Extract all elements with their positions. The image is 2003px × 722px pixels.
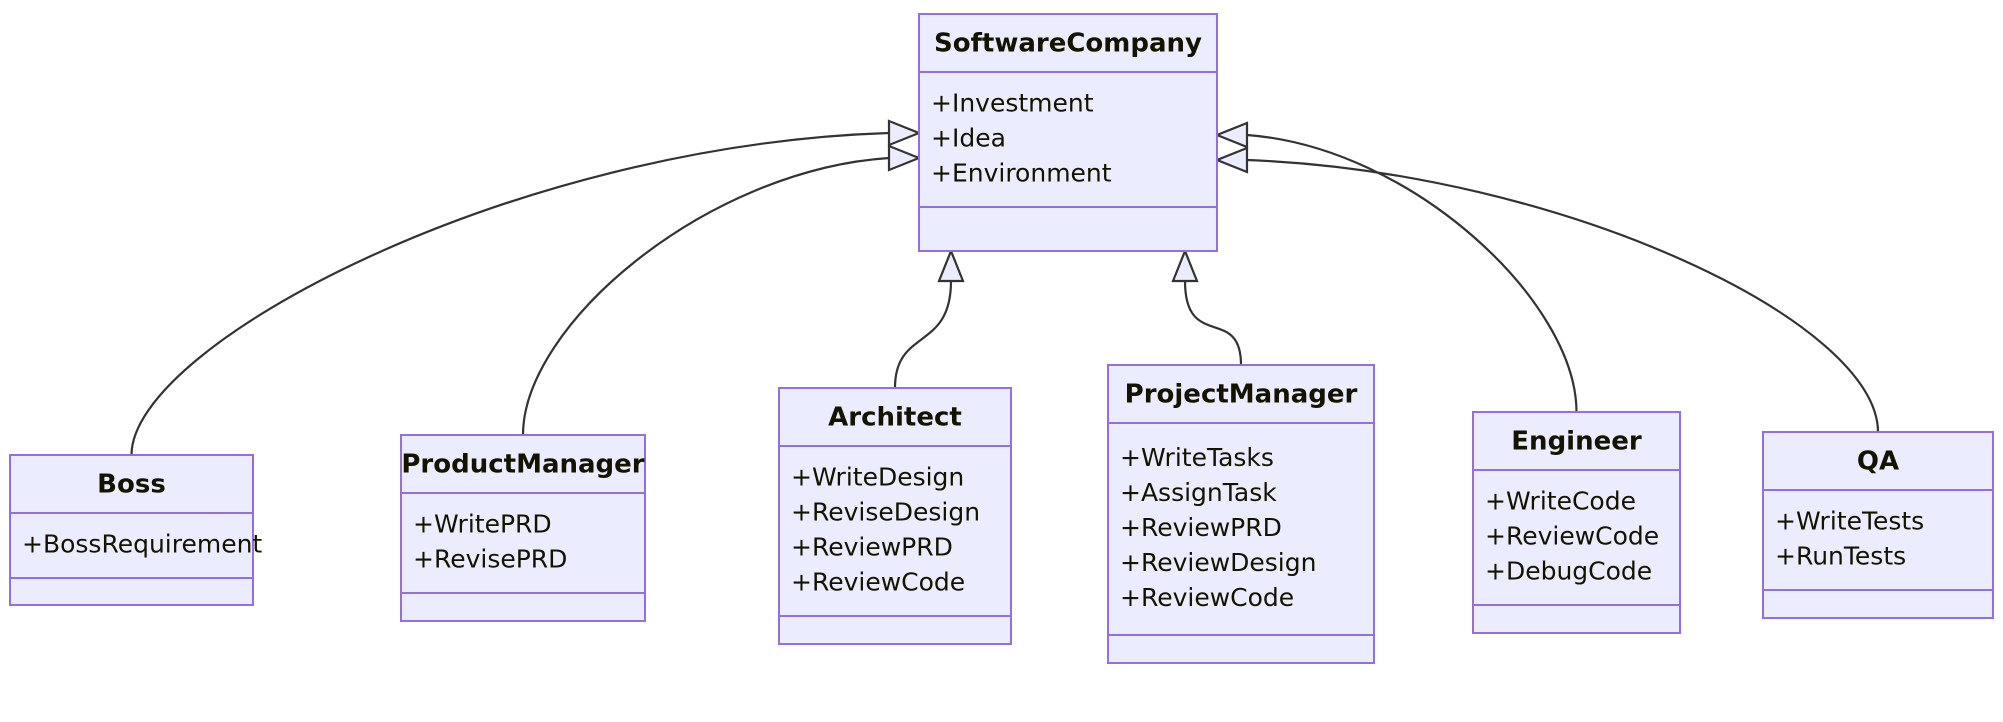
class-attribute: +DebugCode [1485,557,1652,586]
edge-path [1183,280,1243,366]
edges-layer [130,119,1880,456]
class-attribute: +ReviewCode [791,568,965,597]
class-attribute: +WriteTasks [1120,443,1274,472]
generalization-arrowhead-icon [887,119,922,147]
class-box-frame [400,434,646,622]
class-box-frame [918,13,1218,252]
class-name-label: QA [1857,447,1899,477]
generalization-edge-boss-to-softwarecompany [130,119,922,456]
generalization-arrowhead-icon [1171,248,1199,283]
class-box-frame [1107,364,1375,664]
class-node-boss[interactable]: Boss +BossRequirement [9,454,262,606]
class-attribute: +WritePRD [413,510,552,539]
generalization-arrowhead-icon [1214,121,1249,149]
class-name-label: Architect [828,403,962,433]
generalization-arrowhead-icon [887,144,922,172]
edge-path [521,156,890,436]
generalization-edge-projectmanager-to-softwarecompany [1171,248,1243,366]
class-name-label: ProductManager [401,450,644,480]
class-node-architect[interactable]: Architect +WriteDesign +ReviseDesign +Revie… [778,387,1012,645]
class-name-label: SoftwareCompany [934,29,1202,59]
class-attribute: +AssignTask [1120,478,1277,507]
class-name-label: ProjectManager [1125,380,1358,410]
class-node-productmanager[interactable]: ProductManager +WritePRD +RevisePRD [400,434,646,622]
generalization-edge-productmanager-to-softwarecompany [521,144,922,436]
generalization-edge-architect-to-softwarecompany [893,248,965,389]
class-box-frame [9,454,254,606]
generalization-arrowhead-icon [937,248,965,283]
class-attribute: +BossRequirement [22,530,262,559]
class-attribute: +ReviewCode [1485,522,1659,551]
class-attribute: +ReviewPRD [791,533,953,562]
class-attribute: +WriteCode [1485,487,1636,516]
class-node-qa[interactable]: QA +WriteTests +RunTests [1762,431,1994,619]
edge-path [1246,133,1578,413]
class-attribute: +WriteDesign [791,463,964,492]
class-attribute: +ReviseDesign [791,498,980,527]
class-name-label: Boss [97,470,166,500]
class-attribute: +WriteTests [1775,507,1924,536]
generalization-edge-engineer-to-softwarecompany [1214,121,1578,413]
class-box-frame [1762,431,1994,619]
class-box-frame [778,387,1012,645]
edge-path [893,280,953,389]
class-attribute: +ReviewPRD [1120,513,1282,542]
nodes-layer: SoftwareCompany +Investment +Idea +Environm… [9,13,1994,664]
edge-path [130,131,890,456]
class-attribute: +Environment [931,159,1112,188]
class-node-softwarecompany[interactable]: SoftwareCompany +Investment +Idea +Environm… [918,13,1218,252]
class-attribute: +ReviewCode [1120,583,1294,612]
generalization-edge-qa-to-softwarecompany [1214,146,1880,433]
class-node-projectmanager[interactable]: ProjectManager +WriteTasks +AssignTask +Rev… [1107,364,1375,664]
edge-path [1246,158,1880,433]
class-attribute: +RunTests [1775,542,1906,571]
generalization-arrowhead-icon [1214,146,1249,174]
class-node-engineer[interactable]: Engineer +WriteCode +ReviewCode +DebugCode [1472,411,1681,634]
class-attribute: +Investment [931,89,1094,118]
class-attribute: +Idea [931,124,1006,153]
class-name-label: Engineer [1511,427,1642,457]
class-attribute: +RevisePRD [413,545,567,574]
class-attribute: +ReviewDesign [1120,548,1316,577]
class-box-frame [1472,411,1681,634]
